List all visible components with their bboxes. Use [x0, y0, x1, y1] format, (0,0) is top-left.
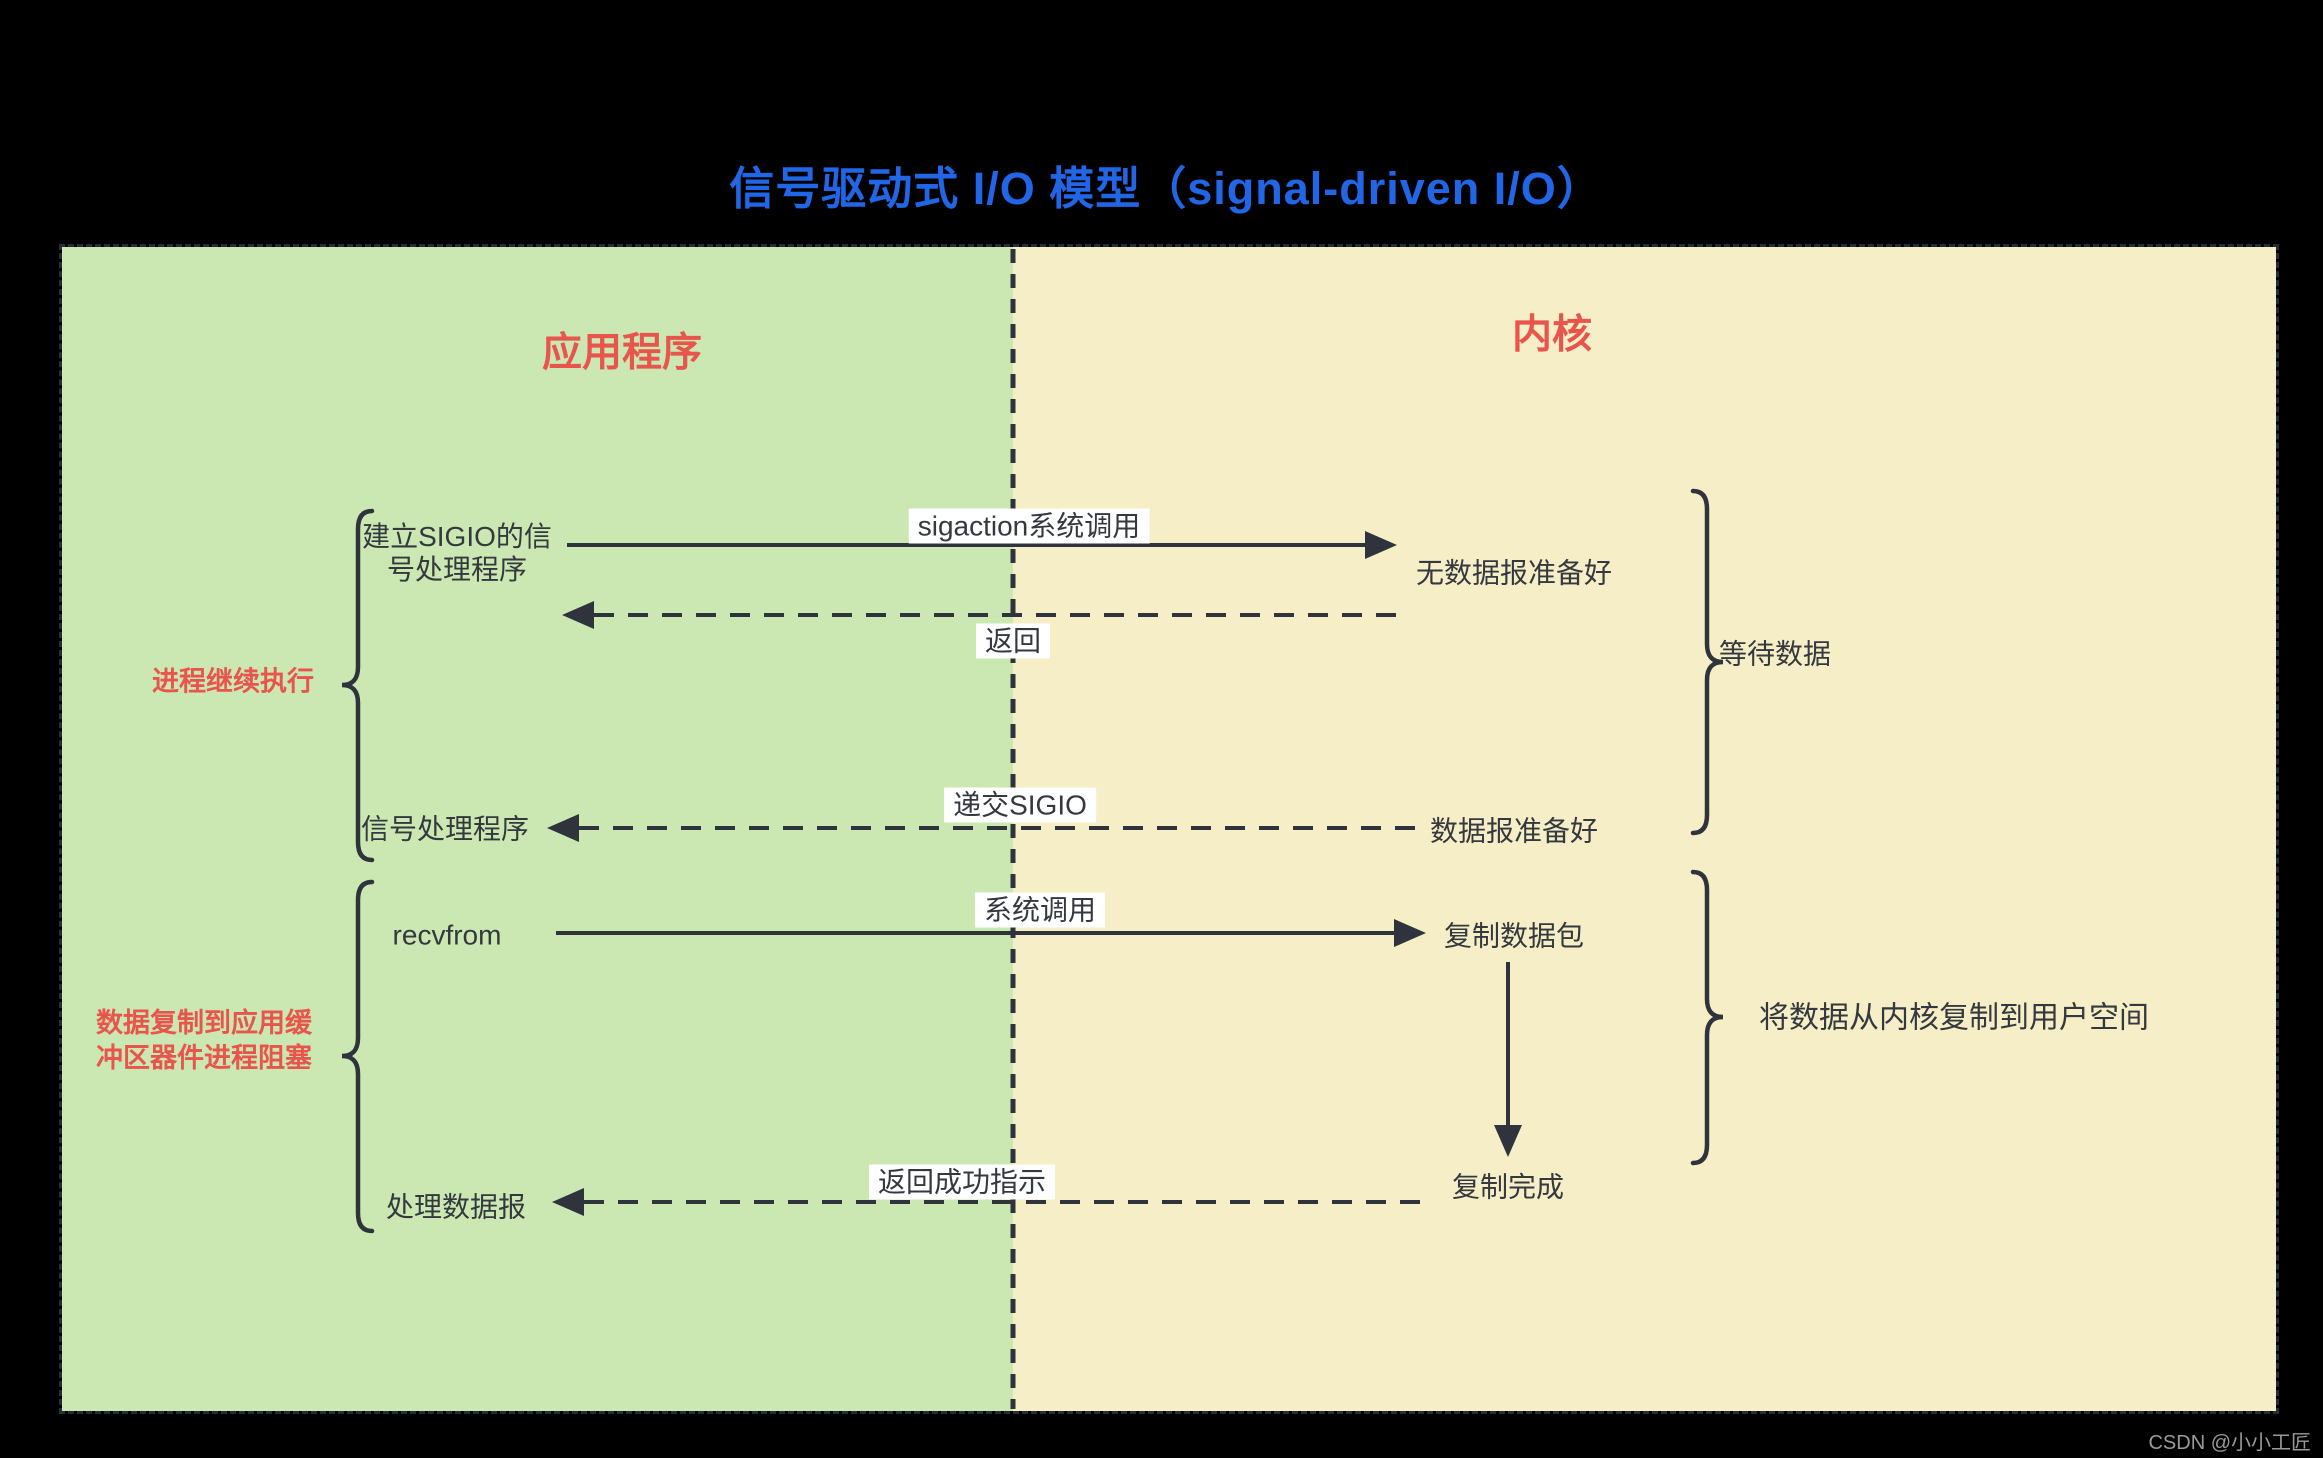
annotation-copy-block-line2: 冲区器件进程阻塞 — [96, 1043, 312, 1073]
node-no-datagram-ready: 无数据报准备好 — [1415, 557, 1613, 589]
return-arrowhead-icon — [562, 601, 594, 629]
return-success-arrowhead-icon — [552, 1188, 584, 1216]
node-signal-handler: 信号处理程序 — [360, 813, 530, 845]
system-call-arrowhead-icon — [1394, 919, 1426, 947]
node-setup-sigio-line1: 建立SIGIO的信 — [362, 521, 552, 552]
page-title: 信号驱动式 I/O 模型（signal-driven I/O） — [729, 163, 1603, 214]
label-deliver-sigio: 递交SIGIO — [944, 787, 1096, 823]
node-process-datagram: 处理数据报 — [385, 1191, 527, 1223]
kernel-panel-header: 内核 — [1512, 312, 1592, 357]
deliver-sigio-arrowhead-icon — [547, 814, 579, 842]
annotation-copy-block: 数据复制到应用缓 冲区器件进程阻塞 — [96, 1006, 312, 1076]
annotation-wait-for-data: 等待数据 — [1718, 638, 1832, 670]
sigaction-arrowhead-icon — [1365, 531, 1397, 559]
application-panel-header: 应用程序 — [542, 330, 702, 375]
node-setup-sigio-line2: 号处理程序 — [386, 554, 528, 585]
copy-progress-arrowhead-icon — [1494, 1125, 1522, 1157]
signal-driven-io-diagram: 应用程序 内核 建立SIGIO的信 号处理程序 信号处理程序 recvfrom … — [59, 244, 2279, 1414]
process-continues-brace-icon — [341, 508, 375, 863]
annotation-copy-kernel-to-user: 将数据从内核复制到用户空间 — [1759, 1001, 2149, 1035]
annotation-process-continues: 进程继续执行 — [152, 666, 314, 697]
copy-to-user-brace-icon — [1690, 869, 1724, 1166]
node-copy-datagram: 复制数据包 — [1443, 920, 1585, 952]
diagram-arrows-layer — [341, 249, 1724, 1409]
kernel-panel — [1013, 247, 2276, 1411]
label-return: 返回 — [975, 623, 1051, 659]
node-copy-complete: 复制完成 — [1451, 1171, 1565, 1203]
annotation-copy-block-line1: 数据复制到应用缓 — [96, 1008, 312, 1038]
copy-block-brace-icon — [341, 879, 375, 1234]
label-sigaction-call: sigaction系统调用 — [908, 508, 1150, 544]
wait-for-data-brace-icon — [1690, 488, 1724, 836]
node-datagram-ready: 数据报准备好 — [1429, 815, 1599, 847]
node-recvfrom: recvfrom — [392, 919, 502, 951]
label-return-success: 返回成功指示 — [868, 1164, 1056, 1200]
label-system-call: 系统调用 — [974, 892, 1106, 928]
csdn-watermark: CSDN @小小工匠 — [2148, 1432, 2311, 1454]
node-setup-sigio-handler: 建立SIGIO的信 号处理程序 — [362, 520, 552, 586]
